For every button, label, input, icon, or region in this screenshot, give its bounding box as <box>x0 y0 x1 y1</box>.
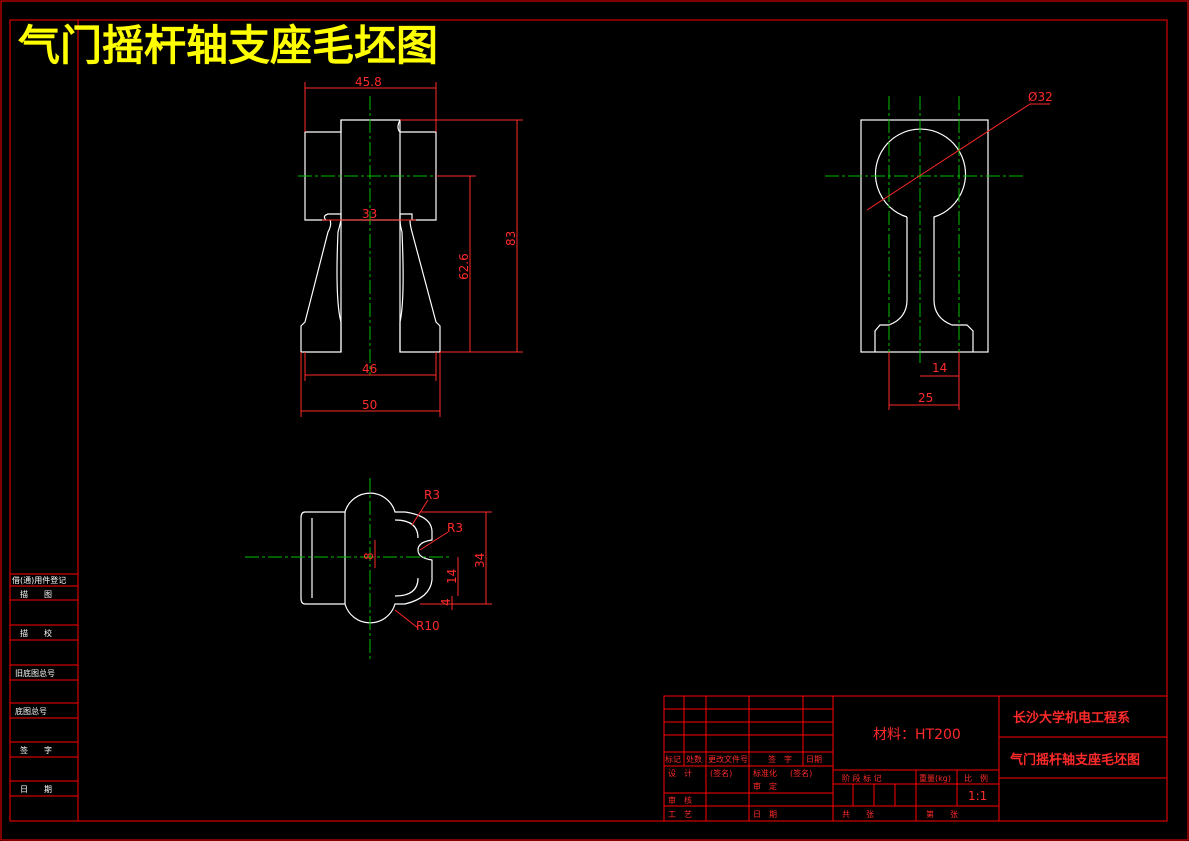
dim-label-h-small: 8 <box>362 552 376 560</box>
title-block-material: 材料：HT200 <box>873 727 961 743</box>
side-view-centerlines <box>825 96 1025 365</box>
side-view-outline <box>860 119 989 353</box>
title-block-weight-label: 重量(kg) <box>919 773 951 783</box>
top-view-outline <box>300 492 433 624</box>
drawing-title: 气门摇杆轴支座毛坯图 <box>18 21 438 70</box>
inner-frame <box>9 19 1168 822</box>
front-view-centerlines <box>298 96 444 375</box>
dim-label-h-total: 34 <box>473 553 487 568</box>
dim-label-overall-height: 83 <box>504 231 518 246</box>
dim-label-inner-height: 62.6 <box>457 253 471 280</box>
title-block-header: 标记 <box>665 754 681 764</box>
title-block-design-label: 设 计 <box>668 768 692 778</box>
title-block-scale-value: 1:1 <box>968 789 987 803</box>
dim-leader-dia-32 <box>866 103 1031 211</box>
front-view-right-leg <box>399 219 441 353</box>
title-block-sheets-total: 共 张 <box>842 810 874 819</box>
front-view-top-block <box>304 119 437 221</box>
side-panel-label: 借(通)用件登记 <box>12 575 66 585</box>
top-view-inner-outline <box>311 512 419 604</box>
dim-label-web: 14 <box>932 361 947 375</box>
side-panel-label: 日 期 <box>20 785 52 794</box>
side-view <box>860 119 989 353</box>
dim-leader-r3-side <box>419 531 449 551</box>
title-block-school: 长沙大学机电工程系 <box>1013 710 1130 726</box>
dim-label-base-width: 50 <box>362 398 377 412</box>
front-view-left-leg <box>300 219 342 353</box>
title-block-review-label: 审 核 <box>668 795 692 805</box>
title-block-scale-label: 比 例 <box>964 773 988 783</box>
title-block-date-label: 日 期 <box>753 810 777 819</box>
title-block-header: 日期 <box>806 755 822 764</box>
side-view-dimensions <box>866 103 1050 410</box>
dim-label-neck: 33 <box>362 207 377 221</box>
title-block-header: 签 字 <box>768 754 792 764</box>
top-view-centerlines <box>245 478 450 662</box>
title-block-drawing-name: 气门摇杆轴支座毛坯图 <box>1010 752 1140 768</box>
title-block-stage-label: 阶 段 标 记 <box>842 773 882 783</box>
dim-label-h-4: 4 <box>439 598 453 606</box>
side-panel <box>10 573 78 797</box>
title-block-design-sign: (签名) <box>710 768 732 778</box>
title-block-header: 处数 <box>686 754 702 764</box>
title-block <box>663 695 1168 822</box>
dim-label-r-top: R3 <box>424 488 440 502</box>
top-view <box>300 492 433 624</box>
dim-label-hole-dia: Ø32 <box>1028 90 1053 104</box>
title-block-standard-label: 标准化 <box>753 768 777 778</box>
title-block-process-label: 工 艺 <box>668 810 692 819</box>
title-block-header: 更改文件号 <box>708 754 748 764</box>
title-block-standard-sign: (签名) <box>790 768 812 778</box>
front-view <box>300 119 441 353</box>
side-panel-label: 底图总号 <box>15 706 47 716</box>
dim-label-base-inner: 46 <box>362 362 377 376</box>
side-panel-label: 签 字 <box>20 745 52 755</box>
side-panel-label: 旧底图总号 <box>15 668 55 678</box>
side-view-hole-and-web <box>874 128 974 352</box>
dim-label-r-side: R3 <box>447 521 463 535</box>
dim-label-h-mid: 14 <box>445 569 459 584</box>
dim-label-base: 25 <box>918 391 933 405</box>
side-panel-label: 描 校 <box>20 628 52 638</box>
title-block-approve-label: 审 定 <box>753 781 777 791</box>
front-view-dimensions <box>300 82 523 417</box>
side-panel-label: 描 图 <box>20 589 52 599</box>
dim-leader-r10 <box>394 609 419 629</box>
dim-label-top-width: 45.8 <box>355 75 382 89</box>
top-view-dimensions <box>374 499 492 629</box>
title-block-sheet-no: 第 张 <box>926 809 958 819</box>
dim-label-r-big: R10 <box>416 619 440 633</box>
